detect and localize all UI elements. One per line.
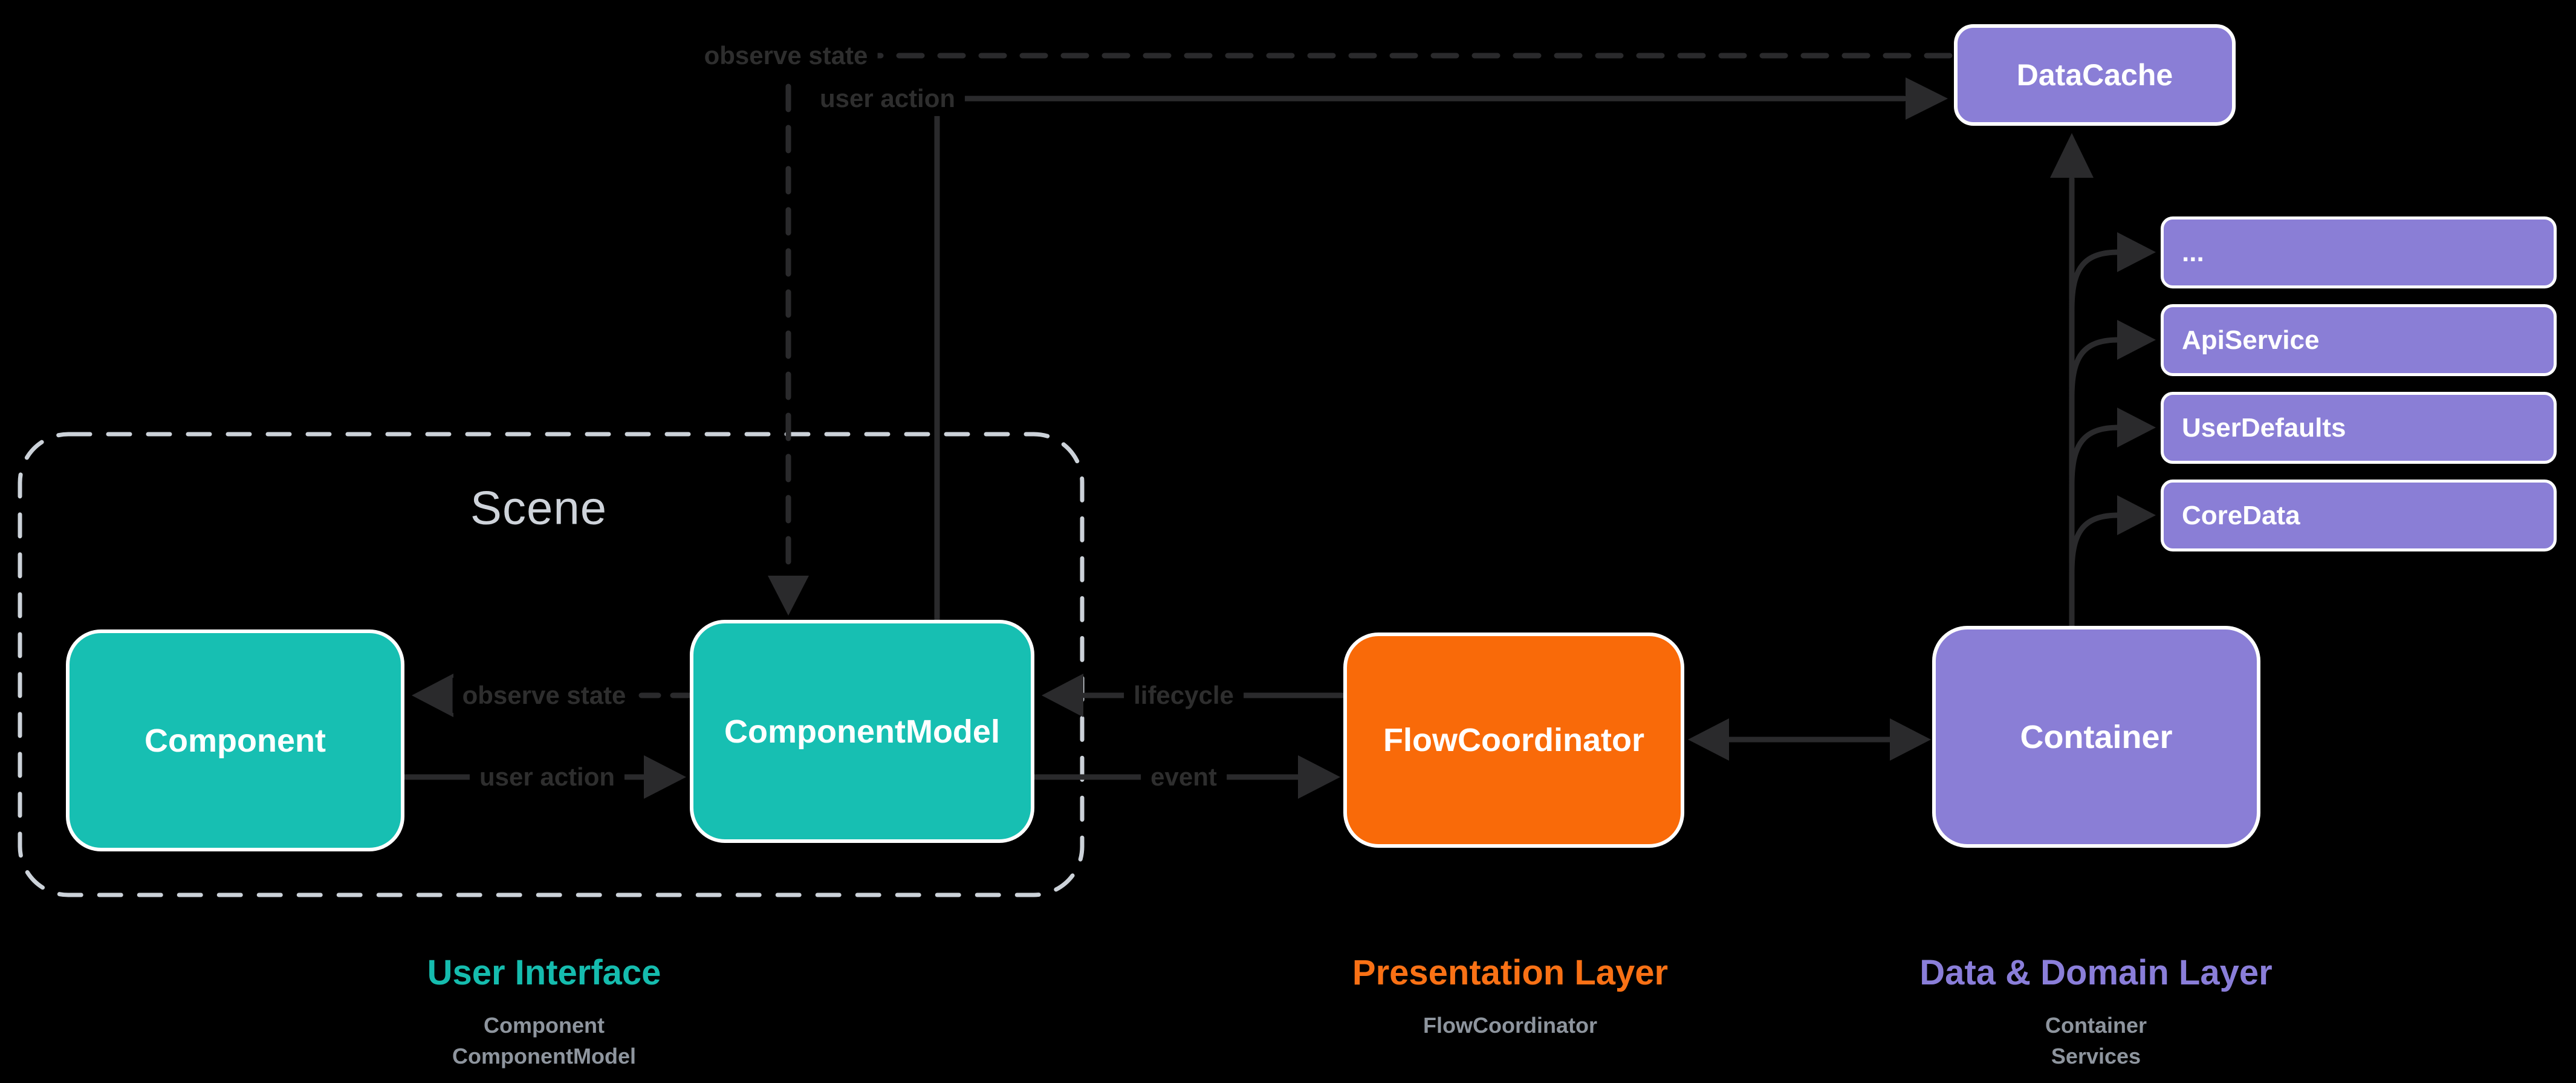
legend-presentation-layer-item: FlowCoordinator <box>1423 1013 1597 1038</box>
edge-container-service-3 <box>2069 408 2156 488</box>
edge-container-service-2 <box>2069 320 2156 400</box>
node-service-apiservice-label: ApiService <box>2182 325 2320 355</box>
node-flow-coordinator-label: FlowCoordinator <box>1383 722 1644 758</box>
node-component-label: Component <box>144 722 326 759</box>
node-service-ellipsis: ... <box>2161 216 2557 288</box>
legend-user-interface: User Interface Component ComponentModel <box>427 952 661 1072</box>
node-service-apiservice: ApiService <box>2161 304 2557 376</box>
edge-label-user-action: user action <box>469 759 625 795</box>
node-component-model: ComponentModel <box>690 620 1034 843</box>
node-service-coredata-label: CoreData <box>2182 500 2300 530</box>
scene-group-title: Scene <box>470 481 608 535</box>
node-container: Container <box>1932 626 2260 848</box>
node-service-coredata: CoreData <box>2161 480 2557 551</box>
legend-presentation-layer: Presentation Layer FlowCoordinator <box>1352 952 1668 1041</box>
edge-label-user-action-top: user action <box>809 80 965 117</box>
legend-data-domain-layer-title: Data & Domain Layer <box>1919 953 2273 992</box>
edge-container-service-4 <box>2069 495 2156 576</box>
node-component: Component <box>66 629 404 851</box>
edge-flowcoordinator-container <box>1688 718 1931 761</box>
legend-user-interface-item: Component <box>484 1013 605 1038</box>
edge-label-observe-state-top: observe state <box>694 37 878 74</box>
legend-user-interface-title: User Interface <box>427 953 661 992</box>
legend-presentation-layer-title: Presentation Layer <box>1352 953 1669 992</box>
node-data-cache: DataCache <box>1954 24 2236 126</box>
edge-label-observe-state: observe state <box>452 677 636 714</box>
node-service-ellipsis-label: ... <box>2182 237 2204 267</box>
edge-container-service-1 <box>2069 232 2156 313</box>
legend-user-interface-item: ComponentModel <box>452 1044 636 1069</box>
legend-data-domain-layer: Data & Domain Layer Container Services <box>1919 952 2272 1072</box>
node-service-userdefaults-label: UserDefaults <box>2182 412 2346 443</box>
node-data-cache-label: DataCache <box>2016 58 2173 92</box>
edge-user-action-top <box>934 77 1948 623</box>
node-flow-coordinator: FlowCoordinator <box>1343 633 1684 848</box>
node-component-model-label: ComponentModel <box>724 713 1000 750</box>
legend-data-domain-layer-item: Services <box>2051 1044 2141 1069</box>
node-service-userdefaults: UserDefaults <box>2161 392 2557 464</box>
node-container-label: Container <box>2020 718 2173 755</box>
scene-dashed-border <box>18 432 1085 897</box>
legend-data-domain-layer-item: Container <box>2045 1013 2147 1038</box>
edge-observe-state-top <box>768 53 1953 616</box>
edge-label-event: event <box>1141 759 1227 795</box>
edge-label-lifecycle: lifecycle <box>1124 677 1244 714</box>
